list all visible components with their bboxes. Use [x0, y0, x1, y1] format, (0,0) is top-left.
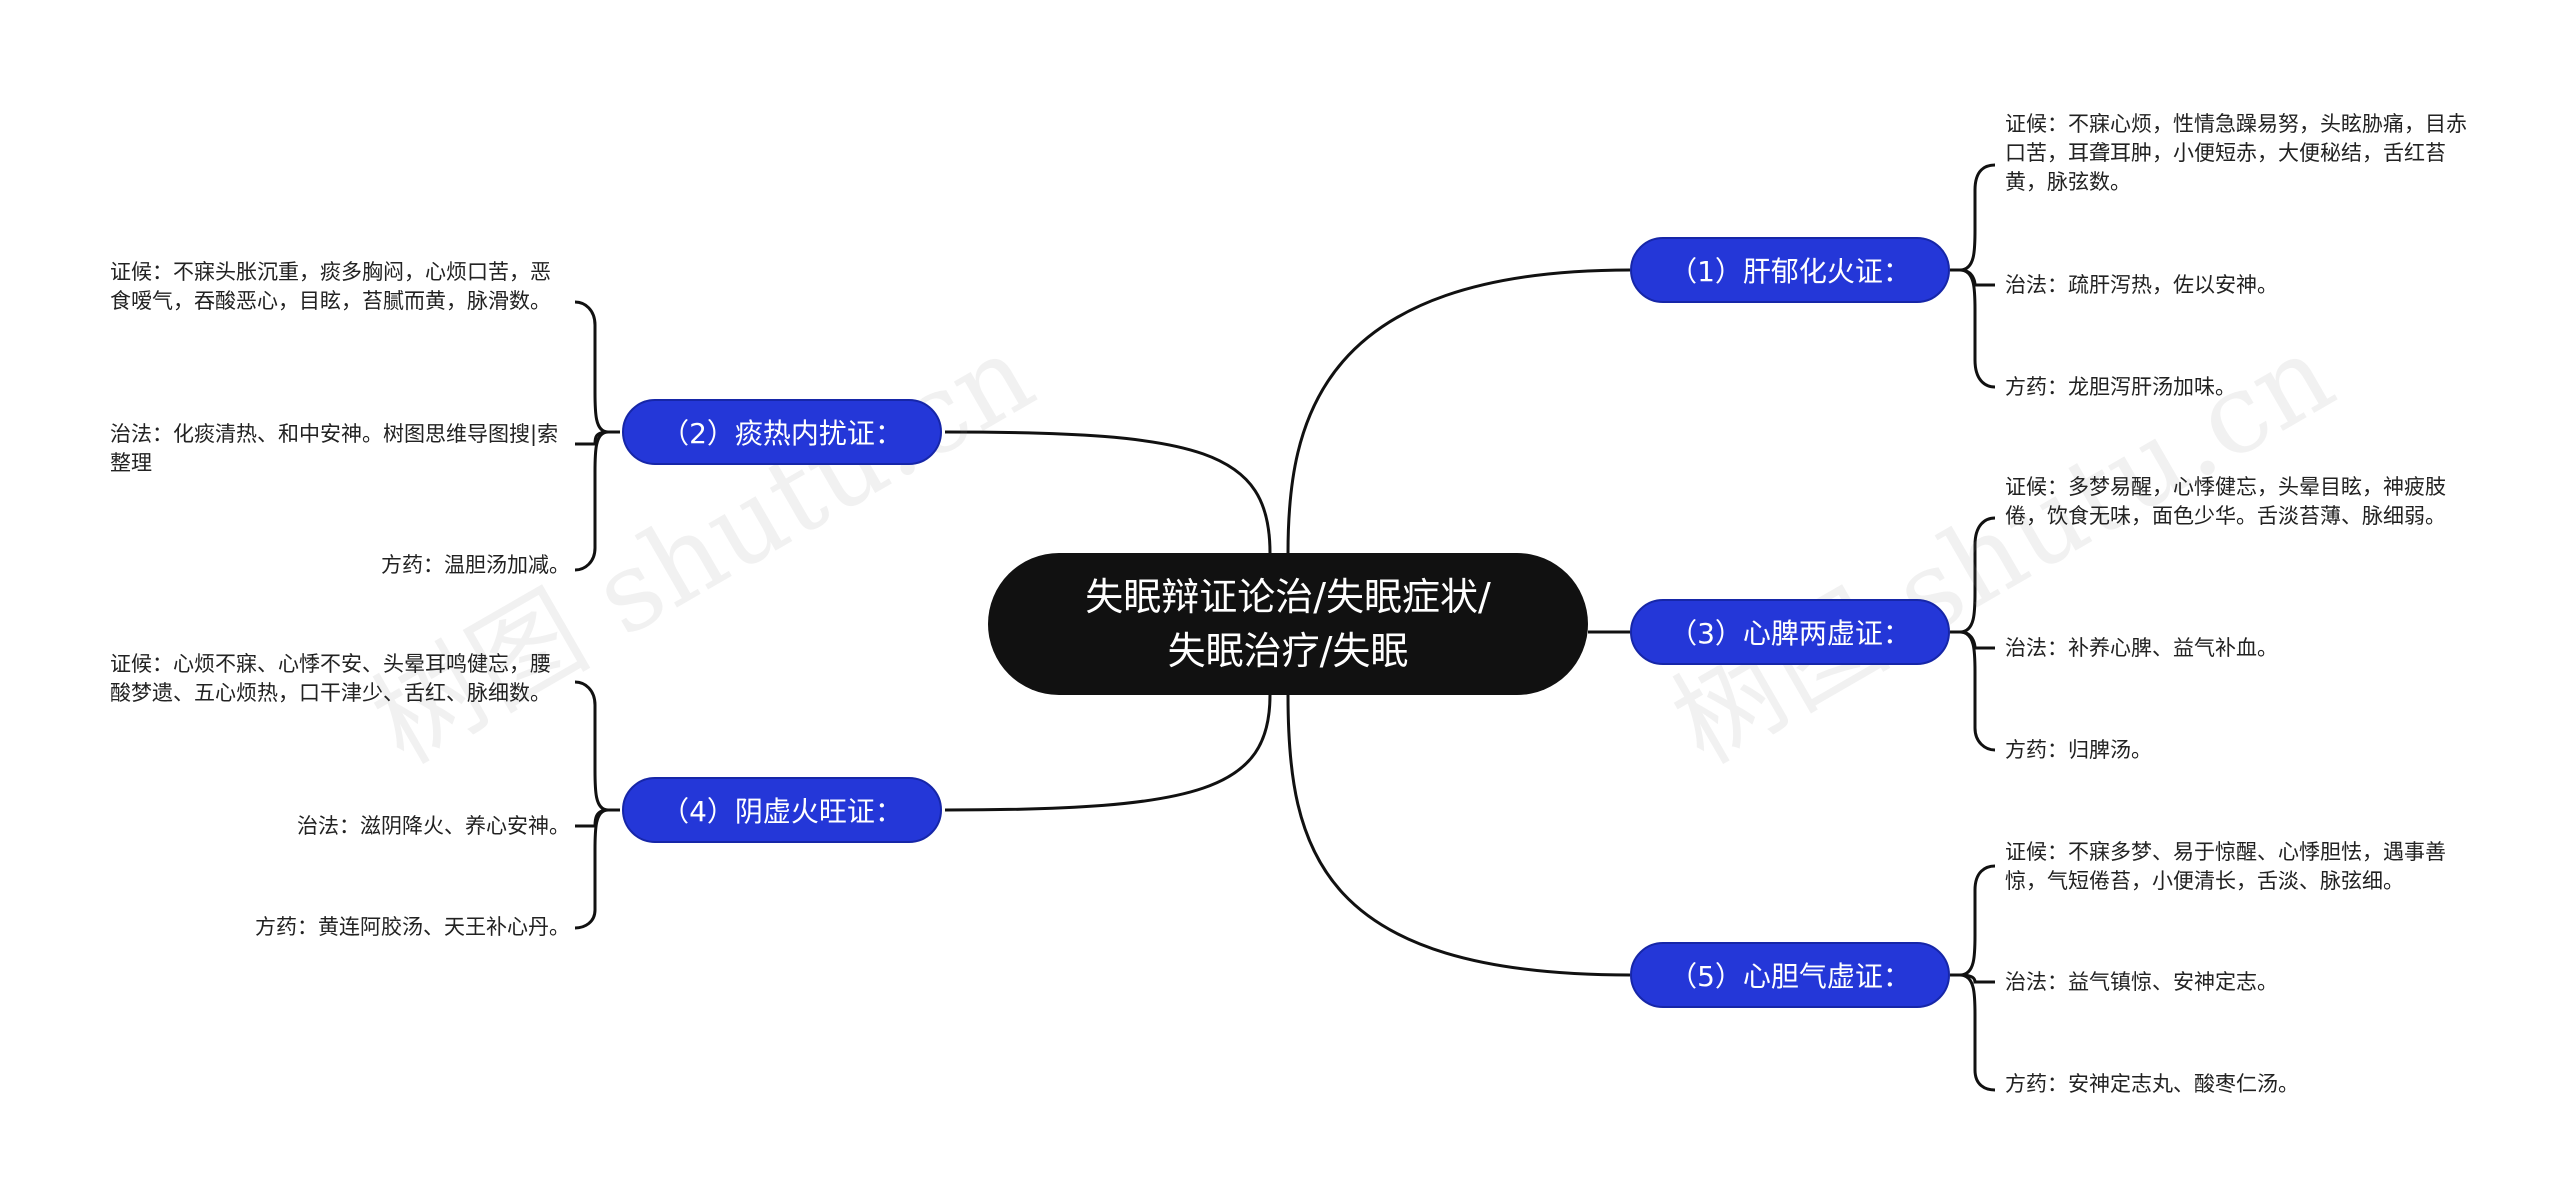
- leaf-2-symptoms: 证候：不寐头胀沉重，痰多胸闷，心烦口苦，恶食嗳气，吞酸恶心，目眩，苔腻而黄，脉滑…: [110, 260, 551, 313]
- leaf-4-treatment: 治法：滋阴降火、养心安神。: [297, 814, 570, 838]
- root-label-line2: 失眠治疗/失眠: [1167, 629, 1409, 673]
- branch-node-4[interactable]: （4）阴虚火旺证：: [622, 777, 942, 843]
- edge-root-branch-2: [944, 430, 1272, 554]
- branch-node-1[interactable]: （1）肝郁化火证：: [1630, 237, 1950, 303]
- leaf-4-symptoms: 证候：心烦不寐、心悸不安、头晕耳鸣健忘，腰酸梦遗、五心烦热，口干津少、舌红、脉细…: [110, 652, 551, 705]
- leaf-3-treatment: 治法：补养心脾、益气补血。: [2005, 636, 2278, 660]
- branch-node-5[interactable]: （5）心胆气虚证：: [1630, 942, 1950, 1008]
- root-label-line1: 失眠辩证论治/失眠症状/: [1085, 575, 1491, 619]
- leaf-5-symptoms: 证候：不寐多梦、易于惊醒、心悸胆怯，遇事善惊，气短倦苔，小便清长，舌淡、脉弦细。: [2005, 840, 2446, 893]
- leaf-1-symptoms: 证候：不寐心烦，性情急躁易努，头眩胁痛，目赤口苦，耳聋耳肿，小便短赤，大便秘结，…: [2005, 112, 2467, 194]
- edge-root-branch-1: [1286, 268, 1631, 554]
- branch-node-2[interactable]: （2）痰热内扰证：: [622, 399, 942, 465]
- leaf-1-treatment: 治法：疏肝泻热，佐以安神。: [2005, 273, 2278, 297]
- leaf-3-prescription: 方药：归脾汤。: [2005, 738, 2152, 762]
- root-node[interactable]: 失眠辩证论治/失眠症状/ 失眠治疗/失眠: [988, 553, 1588, 695]
- leaf-2-prescription: 方药：温胆汤加减。: [381, 553, 570, 577]
- edge-root-branch-4: [944, 694, 1272, 812]
- leaf-1-prescription: 方药：龙胆泻肝汤加味。: [2005, 375, 2236, 399]
- leaf-3-symptoms: 证候：多梦易醒，心悸健忘，头晕目眩，神疲肢倦，饮食无味，面色少华。舌淡苔薄、脉细…: [2005, 475, 2446, 528]
- leaf-2-treatment: 治法：化痰清热、和中安神。树图思维导图搜|索整理: [110, 422, 559, 475]
- leaf-4-prescription: 方药：黄连阿胶汤、天王补心丹。: [255, 915, 570, 939]
- leaf-5-prescription: 方药：安神定志丸、酸枣仁汤。: [2005, 1072, 2299, 1096]
- branch-node-3[interactable]: （3）心脾两虚证：: [1630, 599, 1950, 665]
- leaf-5-treatment: 治法：益气镇惊、安神定志。: [2005, 970, 2278, 994]
- edge-root-branch-5: [1286, 694, 1631, 977]
